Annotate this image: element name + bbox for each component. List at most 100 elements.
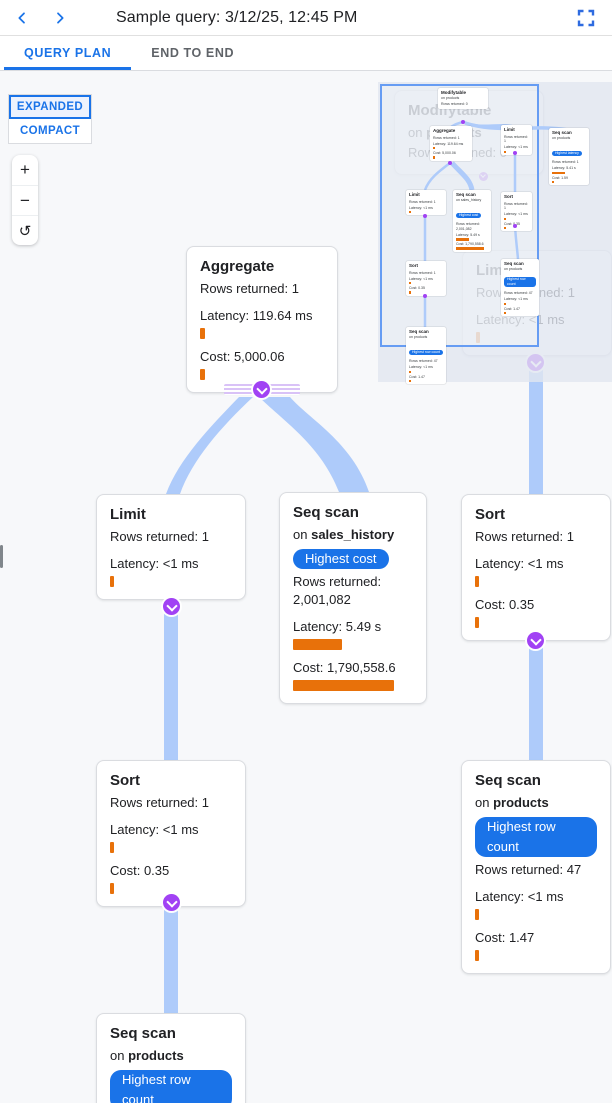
mini-metric-bar [409, 379, 411, 383]
mini-node-metric: Cost: 0.35 [504, 221, 520, 226]
mini-node-title: Aggregate [433, 128, 456, 133]
chevron-right-icon [57, 11, 64, 24]
mini-node-table: on products [552, 136, 571, 140]
cost-bar [200, 369, 205, 380]
plan-node-seqscan-products-right[interactable]: Seq scan on products Highest row count R… [461, 760, 611, 974]
cost-bar [293, 680, 394, 691]
plan-node-sort-right[interactable]: Sort Rows returned: 1 Latency: <1 ms Cos… [461, 494, 611, 641]
tab-query-plan[interactable]: QUERY PLAN [4, 36, 132, 70]
mini-metric-bar [409, 210, 411, 214]
mini-node-metric: Rows returned: 2,001,082 [456, 222, 480, 231]
plan-node-seqscan-sales-history[interactable]: Seq scan on sales_history Highest cost R… [279, 492, 427, 704]
mini-chevron-icon [423, 294, 427, 298]
node-table: on products [475, 795, 549, 810]
mini-node-metric: Latency: <1 ms [504, 297, 528, 302]
mini-chevron-icon [423, 214, 427, 218]
collapse-chevron-icon[interactable] [527, 632, 544, 649]
page-title: Sample query: 3/12/25, 12:45 PM [116, 8, 358, 26]
node-rows: Rows returned: 1 [110, 529, 209, 544]
mini-node-metric: Rows returned: 47 [504, 291, 533, 296]
mini-node-metric: Rows returned: 1 [433, 135, 460, 140]
mini-node-title: Seq scan [409, 329, 429, 334]
expanded-button[interactable]: EXPANDED [9, 95, 91, 119]
latency-bar [293, 639, 342, 650]
node-cost: Cost: 0.35 [110, 863, 170, 878]
node-title: Sort [110, 772, 140, 789]
cost-bar [475, 617, 479, 628]
mini-node-metric: Rows returned: 1 [409, 199, 436, 204]
fullscreen-button[interactable] [570, 2, 602, 34]
mini-node-title: Limit [409, 192, 420, 197]
cost-bar [110, 883, 114, 894]
forward-button[interactable] [44, 2, 76, 34]
mini-node-metric: Latency: 5.49 s [456, 232, 480, 237]
node-rows: Rows returned: 1 [475, 529, 574, 544]
mini-node-title: Limit [504, 127, 515, 132]
mini-node-metric: Latency: <1 ms [409, 205, 433, 210]
node-title: Seq scan [110, 1025, 176, 1042]
node-latency: Latency: <1 ms [475, 556, 564, 571]
node-rows: Rows returned: 2,001,082 [293, 574, 382, 607]
node-latency: Latency: <1 ms [110, 556, 199, 571]
mini-chevron-icon [513, 224, 517, 228]
scrollbar-thumb[interactable] [0, 545, 3, 568]
collapse-chevron-icon[interactable] [163, 598, 180, 615]
back-button[interactable] [6, 2, 38, 34]
mini-metric-bar [504, 302, 506, 306]
mini-node-metric: Latency: <1 ms [504, 212, 528, 217]
mini-chevron-icon [461, 120, 465, 124]
mini-node-title: Sort [409, 263, 418, 268]
highest-row-count-badge: Highest row count [475, 817, 597, 857]
flow-ribbons [164, 345, 543, 1014]
collapse-chevron-icon[interactable] [253, 381, 270, 398]
node-table: on products [110, 1048, 184, 1063]
collapse-chevron-icon[interactable] [163, 894, 180, 911]
fullscreen-icon [577, 9, 595, 27]
mini-chevron-icon [448, 161, 452, 165]
mini-node-badge: Highest cost [456, 212, 482, 218]
header: Sample query: 3/12/25, 12:45 PM [0, 0, 612, 36]
node-cost: Cost: 0.35 [475, 597, 535, 612]
node-title: Aggregate [200, 258, 275, 275]
latency-bar [110, 842, 114, 853]
mini-metric-bar [456, 238, 469, 241]
mini-node-badge: Highest row count [409, 349, 443, 355]
plan-node-aggregate[interactable]: Aggregate Rows returned: 1 Latency: 119.… [186, 246, 338, 393]
mini-node-metric: Rows returned: 1 [504, 134, 528, 144]
latency-bar [475, 909, 479, 920]
node-title: Limit [110, 506, 146, 523]
mini-node-title: Sort [504, 194, 513, 199]
reset-view-button[interactable]: ↺ [12, 215, 38, 245]
zoom-out-button[interactable]: − [12, 185, 38, 215]
mini-node-metric: Cost: 1.47 [504, 306, 520, 311]
node-table: on sales_history [293, 527, 395, 542]
tab-end-to-end[interactable]: END TO END [151, 46, 235, 60]
plan-node-limit[interactable]: Limit Rows returned: 1 Latency: <1 ms [96, 494, 246, 600]
mini-node-metric: Rows returned: 1 [409, 270, 436, 275]
node-latency: Latency: 5.49 s [293, 619, 382, 634]
mini-node-title: Modifytable [441, 90, 467, 95]
compact-button[interactable]: COMPACT [19, 125, 81, 137]
mini-metric-bar [409, 370, 411, 374]
node-cost: Cost: 1.47 [475, 930, 535, 945]
plan-node-seqscan-products-bottom[interactable]: Seq scan on products Highest row count R… [96, 1013, 246, 1103]
zoom-in-button[interactable]: + [20, 160, 30, 179]
query-plan-canvas[interactable]: Modifytable on products Rows returned: 0… [0, 71, 612, 1103]
node-title: Seq scan [293, 504, 359, 521]
cost-bar [475, 950, 479, 961]
mini-node-table: on products [409, 335, 428, 339]
mini-node-metric: Latency: <1 ms [409, 365, 433, 370]
mini-metric-bar [456, 247, 484, 250]
highest-cost-badge: Highest cost [293, 549, 389, 569]
plan-node-sort-left[interactable]: Sort Rows returned: 1 Latency: <1 ms Cos… [96, 760, 246, 907]
